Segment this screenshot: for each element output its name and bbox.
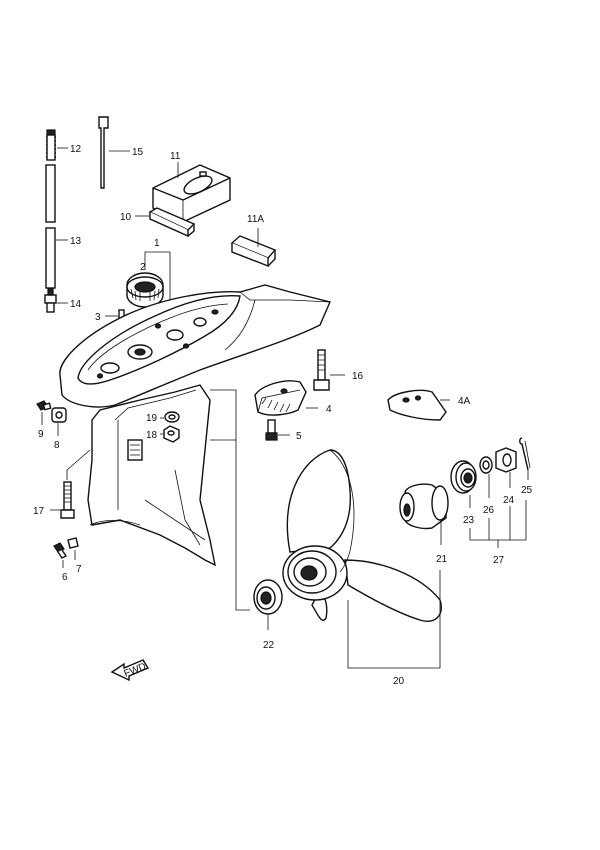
part-2-bearing (126, 272, 164, 308)
callout-5: 5 (296, 431, 302, 442)
part-4a-trim-tab (387, 389, 447, 421)
part-11a-block (230, 235, 277, 268)
callout-15: 15 (132, 147, 144, 158)
callout-7: 7 (76, 564, 82, 575)
part-19-washer (164, 411, 180, 423)
callout-26: 26 (483, 505, 495, 516)
gear-case-housing (59, 284, 331, 567)
callout-23: 23 (463, 515, 475, 526)
callout-22: 22 (263, 640, 275, 651)
callout-11a: 11A (247, 214, 264, 225)
part-24-nut (495, 447, 517, 473)
callout-27: 27 (493, 555, 505, 566)
callout-20: 20 (393, 676, 405, 687)
part-15-cable-tie (98, 116, 109, 189)
part-7-washer (67, 537, 79, 549)
callout-2: 2 (140, 262, 146, 273)
part-14-fitting (44, 288, 57, 313)
part-10-pad (148, 207, 196, 238)
callout-24: 24 (503, 495, 515, 506)
callout-12: 12 (70, 144, 82, 155)
callout-18: 18 (146, 430, 158, 441)
part-11-plate (152, 164, 231, 223)
part-8-anode (51, 407, 67, 423)
part-12-plug (46, 129, 56, 161)
callout-16: 16 (352, 371, 364, 382)
callout-13: 13 (70, 236, 82, 247)
callout-21: 21 (436, 554, 448, 565)
part-9-screw (36, 400, 52, 411)
part-4-trim-tab (254, 380, 307, 416)
callout-25: 25 (521, 485, 533, 496)
callout-3: 3 (95, 312, 101, 323)
callout-4: 4 (326, 404, 332, 415)
part-20-propeller (282, 449, 442, 622)
part-6-screw (53, 542, 68, 559)
part-25-cotter-pin (519, 437, 531, 471)
callout-10: 10 (120, 212, 132, 223)
part-13-rod (45, 227, 56, 289)
part-21-bushing (399, 483, 449, 530)
part-26-washer (479, 456, 493, 474)
rod-upper (45, 164, 56, 223)
fwd-arrow-icon: FWD (110, 659, 150, 682)
callout-14: 14 (70, 299, 82, 310)
callout-9: 9 (38, 429, 44, 440)
callout-11: 11 (170, 151, 181, 162)
fwd-label: FWD (123, 661, 148, 680)
callout-4a: 4A (458, 396, 471, 407)
callout-17: 17 (33, 506, 45, 517)
callout-1: 1 (154, 238, 160, 249)
callout-19: 19 (146, 413, 158, 424)
part-18-nut (163, 425, 180, 443)
part-23-spacer (450, 460, 477, 494)
part-17-bolt (60, 481, 75, 519)
callout-8: 8 (54, 440, 60, 451)
part-5-bolt (265, 419, 278, 441)
part-16-bolt (313, 349, 330, 391)
callout-6: 6 (62, 572, 68, 583)
part-22-thrust-washer (253, 579, 283, 615)
